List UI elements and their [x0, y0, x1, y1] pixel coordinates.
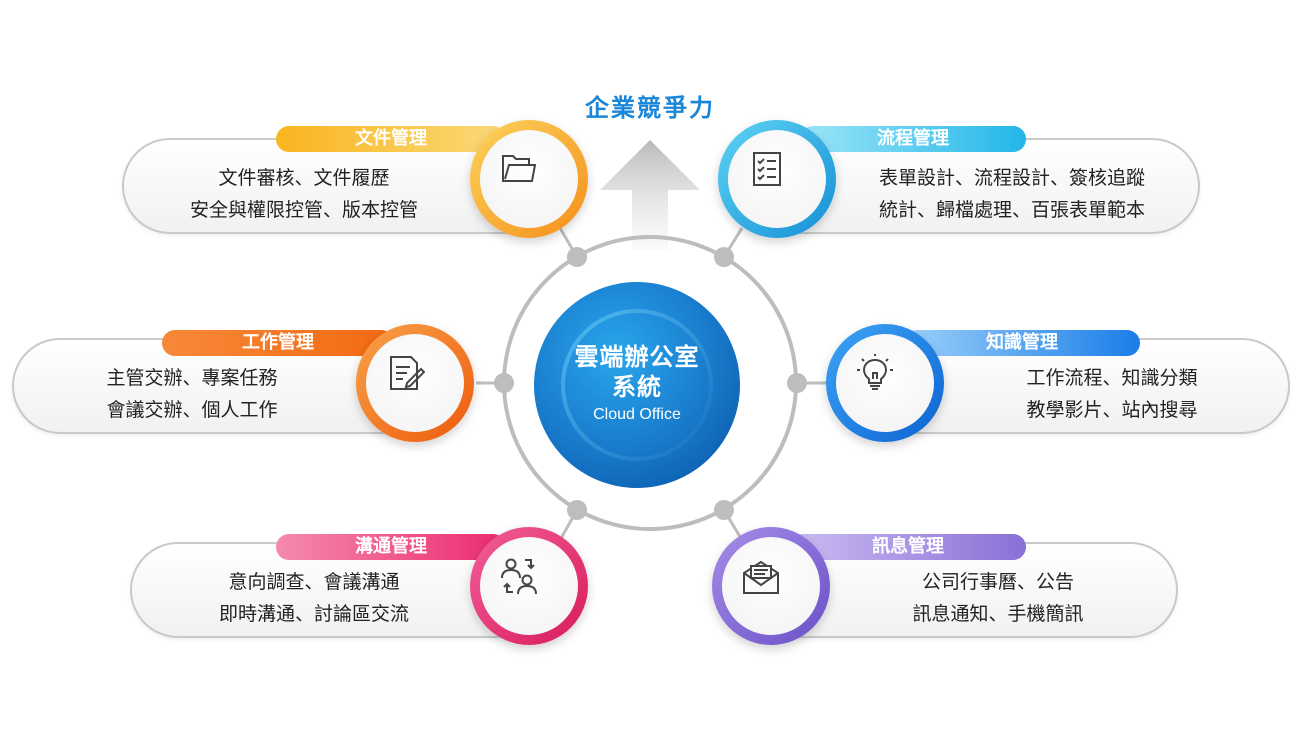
- module-process-line2: 統計、歸檔處理、百張表單範本: [878, 199, 1145, 221]
- envelope-icon: [743, 560, 779, 594]
- module-communication-line2: 即時溝通、討論區交流: [218, 603, 409, 625]
- module-document-icon-ring: [470, 120, 588, 238]
- module-knowledge-label: 知識管理: [904, 330, 1140, 356]
- center-title-line2: 系統: [612, 373, 662, 401]
- center-subtitle: Cloud Office: [593, 406, 681, 423]
- module-document-line1: 文件審核、文件履歷: [218, 167, 390, 189]
- module-communication-label: 溝通管理: [276, 534, 506, 560]
- module-work-line1: 主管交辦、專案任務: [106, 367, 278, 389]
- center-label: 雲端辦公室 系統 Cloud Office: [540, 342, 734, 424]
- module-message-line2: 訊息通知、手機簡訊: [912, 603, 1084, 625]
- module-document-label: 文件管理: [276, 126, 506, 152]
- module-process-label: 流程管理: [800, 126, 1026, 152]
- people-exchange-icon: [501, 558, 537, 595]
- module-message-icon-ring: [712, 527, 830, 645]
- headline: 企業競爭力: [585, 94, 715, 122]
- module-process-line1: 表單設計、流程設計、簽核追蹤: [878, 167, 1145, 189]
- module-process-icon-ring: [718, 120, 836, 238]
- module-knowledge-line1: 工作流程、知識分類: [1026, 367, 1198, 389]
- module-message-line1: 公司行事曆、公告: [921, 571, 1074, 593]
- module-knowledge-icon-ring: [826, 324, 944, 442]
- checklist-icon: [753, 152, 781, 186]
- lightbulb-icon: [857, 354, 893, 390]
- center-title-line1: 雲端辦公室: [574, 343, 700, 371]
- module-message-label: 訊息管理: [790, 534, 1026, 560]
- folder-icon: [502, 155, 537, 182]
- edit-document-icon: [390, 356, 425, 390]
- module-document-line2: 安全與權限控管、版本控管: [189, 199, 418, 221]
- module-work-label: 工作管理: [162, 330, 394, 356]
- module-work-line2: 會議交辦、個人工作: [106, 399, 278, 421]
- module-communication-line1: 意向調查、會議溝通: [228, 571, 400, 593]
- module-communication-icon-ring: [470, 527, 588, 645]
- module-work-icon-ring: [356, 324, 474, 442]
- module-knowledge-line2: 教學影片、站內搜尋: [1026, 399, 1198, 421]
- up-arrow: [600, 140, 700, 250]
